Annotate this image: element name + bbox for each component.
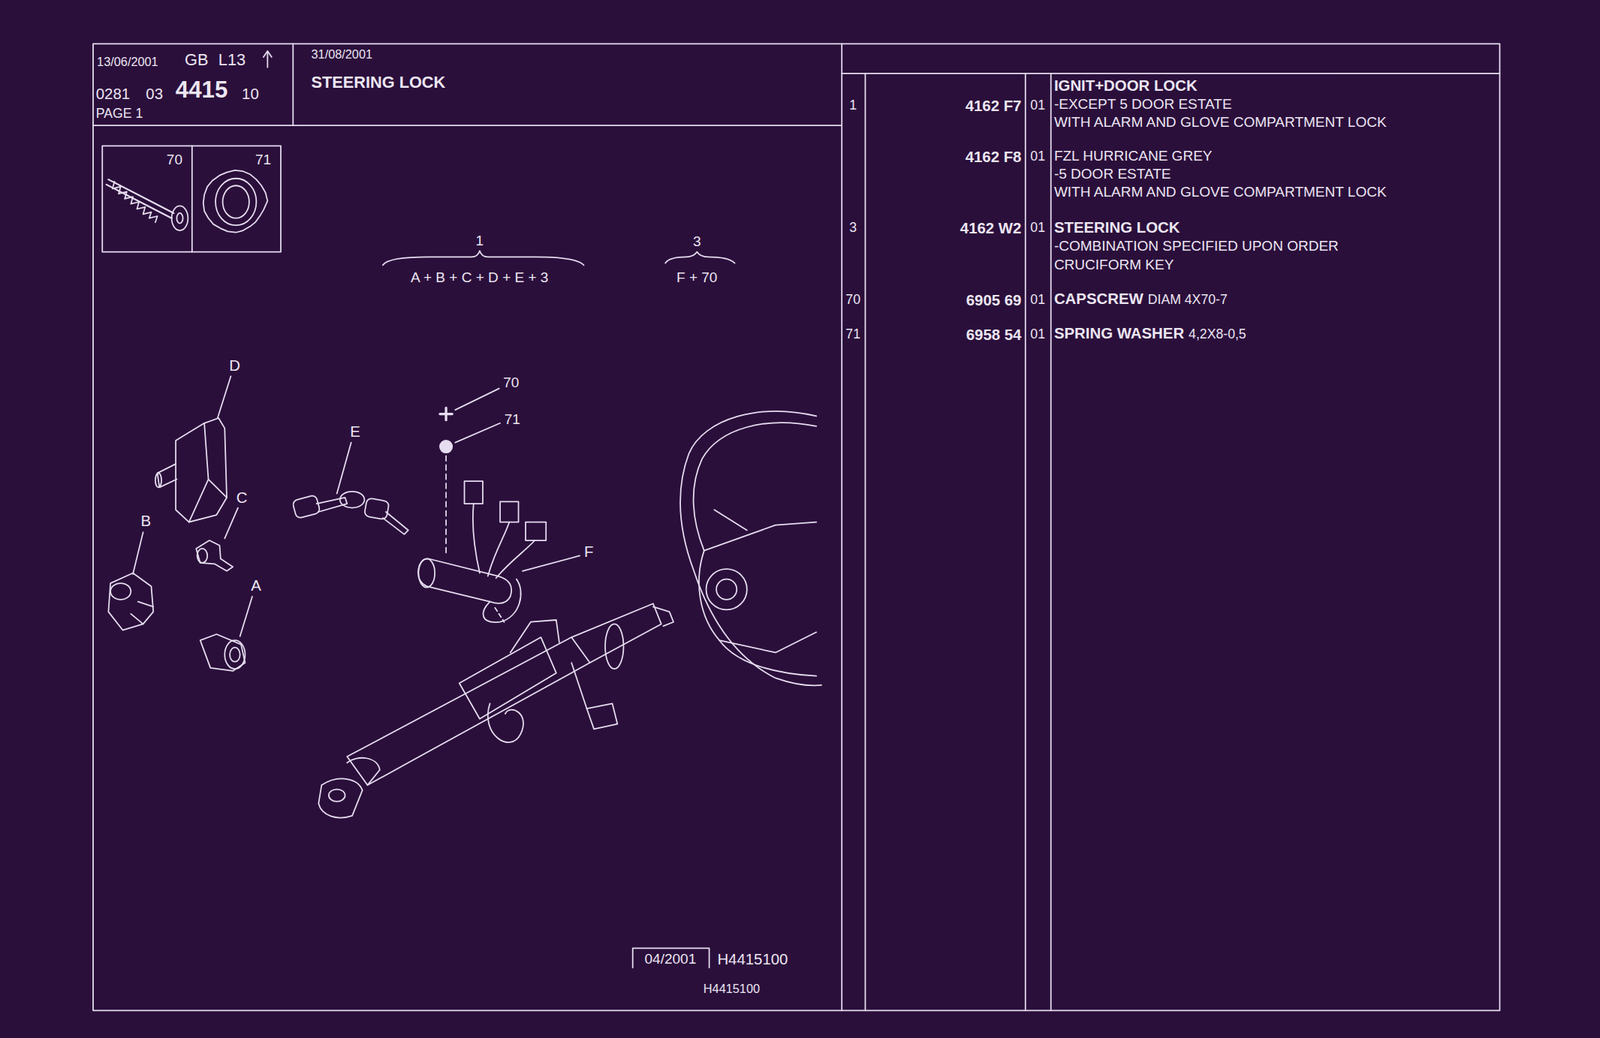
date: 13/06/2001 (96, 54, 159, 67)
callout-number: 70 (166, 153, 183, 168)
page-number: PAGE 1 (96, 107, 143, 121)
drawing-reference: H4415100 (717, 951, 788, 967)
group-number: 3 (693, 235, 702, 250)
part-name: IGNIT+DOOR LOCK (1054, 78, 1198, 94)
lock-barrel-a (200, 634, 246, 672)
part-note: FZL HURRICANE GREY (1054, 148, 1213, 163)
quantity: 01 (1030, 150, 1046, 164)
callout-letter: E (349, 424, 361, 440)
ignition-switch-d (155, 418, 227, 523)
inset-box (102, 145, 281, 252)
up-arrow (263, 51, 272, 68)
part-number: 4162 F7 (965, 98, 1022, 114)
part-note: WITH ALARM AND GLOVE COMPARTMENT LOCK (1054, 184, 1387, 199)
quantity: 01 (1030, 99, 1046, 113)
page-title: STEERING LOCK (311, 74, 446, 91)
quantity: 01 (1030, 222, 1046, 236)
steering-column (318, 603, 674, 818)
quantity: 01 (1030, 328, 1046, 342)
date: 31/08/2001 (311, 48, 374, 61)
item-number: 1 (849, 99, 857, 113)
part-dimension: 4,2X8-0,5 (1188, 328, 1247, 342)
catalogue-code: 03 (145, 86, 163, 102)
catalogue-code: 0281 (96, 86, 130, 102)
part-number: 6958 54 (966, 327, 1022, 343)
date: 04/2001 (644, 952, 697, 967)
section-number: 4415 (175, 78, 229, 102)
leader-lines (132, 376, 580, 636)
page-frame (93, 43, 1500, 1011)
part-dimension: DIAM 4X70-7 (1148, 293, 1228, 308)
part-note: WITH ALARM AND GLOVE COMPARTMENT LOCK (1054, 115, 1387, 130)
part-note: -EXCEPT 5 DOOR ESTATE (1054, 96, 1233, 112)
group-composition: F + 70 (676, 270, 718, 285)
language-code: GB (184, 51, 208, 69)
lock-barrel-c (195, 540, 233, 572)
callout-number: 70 (503, 375, 519, 390)
fixings-70-71 (439, 407, 452, 556)
quantity: 01 (1030, 293, 1046, 308)
item-number: 3 (849, 222, 857, 236)
steering-lock-f (418, 481, 546, 623)
part-name: SPRING WASHER (1054, 325, 1185, 341)
group-braces (382, 250, 736, 266)
steering-wheel (680, 411, 822, 686)
callout-letter: A (250, 578, 262, 594)
part-number: 6905 69 (966, 292, 1022, 308)
part-number: 4162 W2 (960, 220, 1022, 236)
item-number: 71 (845, 328, 861, 342)
lock-barrel-b (108, 573, 154, 631)
callout-number: 71 (504, 412, 521, 427)
group-composition: A + B + C + D + E + 3 (410, 270, 549, 285)
part-note: CRUCIFORM KEY (1054, 258, 1175, 273)
group-number: 1 (475, 233, 484, 248)
item-number: 70 (845, 293, 861, 308)
callout-number: 71 (255, 153, 272, 168)
part-name: STEERING LOCK (1054, 219, 1181, 236)
date-box (632, 948, 710, 968)
keys-e (292, 491, 409, 535)
drawing-reference: H4415100 (703, 982, 760, 995)
sheet-code: L13 (218, 51, 246, 69)
callout-letter: B (141, 513, 152, 529)
part-name: CAPSCREW (1054, 291, 1144, 307)
part-note: -5 DOOR ESTATE (1054, 167, 1172, 182)
callout-letter: F (584, 544, 594, 560)
catalogue-code: 10 (241, 86, 260, 102)
callout-letter: C (236, 490, 248, 506)
callout-letter: D (229, 357, 241, 373)
part-note: -COMBINATION SPECIFIED UPON ORDER (1054, 238, 1339, 254)
part-number: 4162 F8 (965, 149, 1022, 165)
